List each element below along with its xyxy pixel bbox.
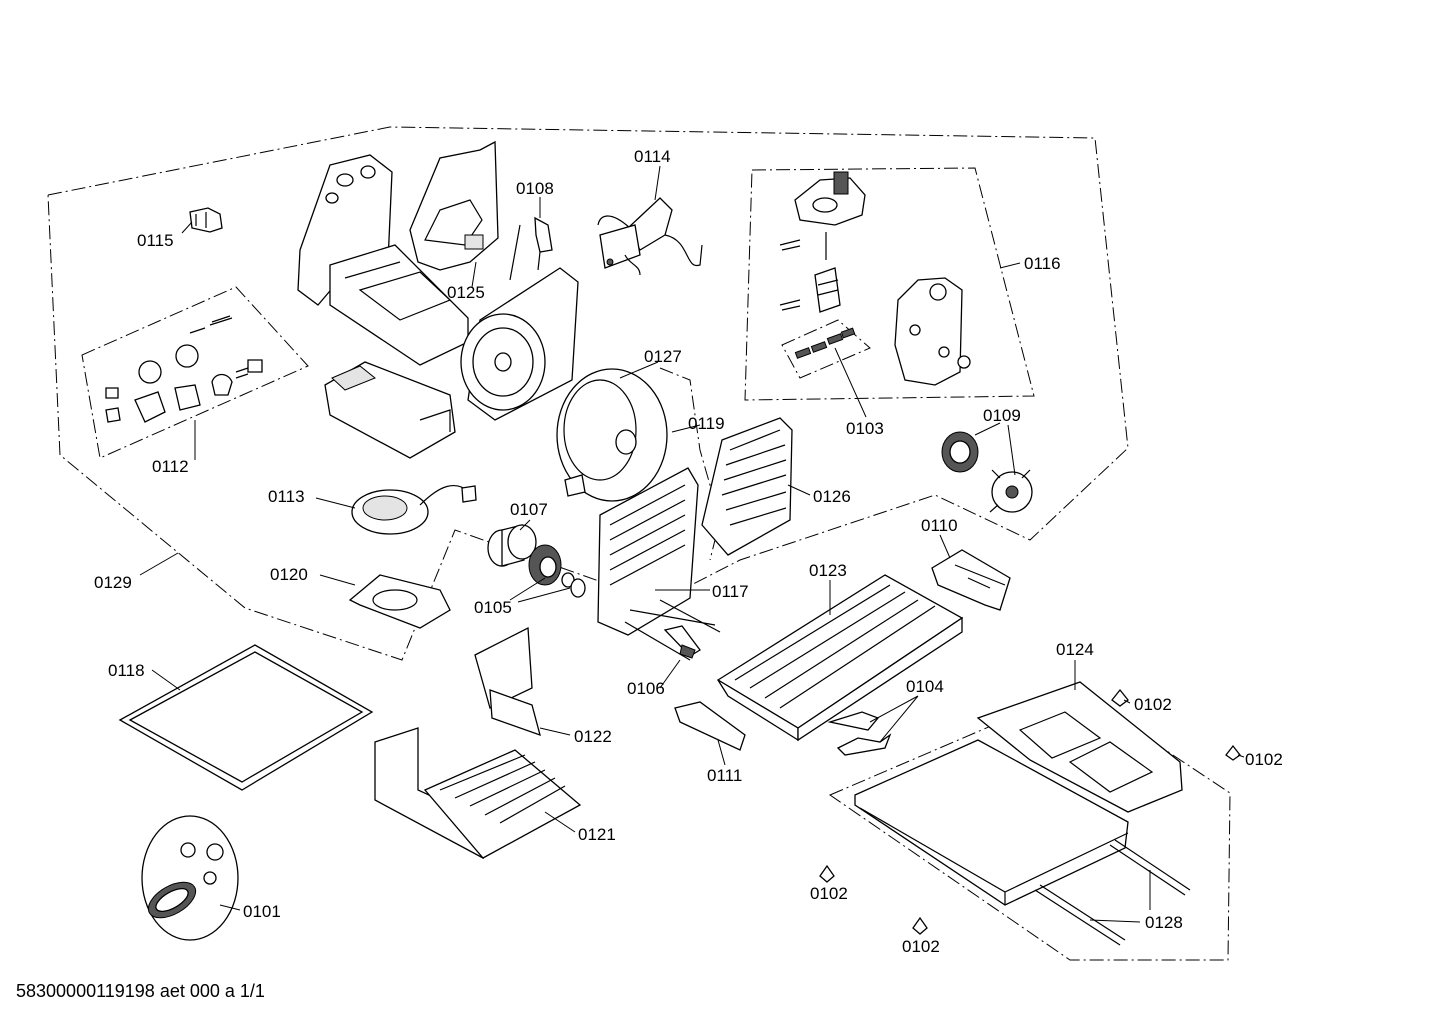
- part-0118: [118, 644, 374, 791]
- part-0120: [348, 574, 451, 629]
- part-0113: [351, 484, 477, 535]
- callout-0119: 0119: [688, 414, 725, 433]
- callout-0103: 0103: [846, 419, 884, 438]
- callout-0121: 0121: [578, 825, 616, 844]
- callout-0120: 0120: [270, 565, 308, 584]
- callout-0123: 0123: [809, 561, 847, 580]
- callout-0102-b: 0102: [1245, 750, 1283, 769]
- group-outline-0103: [781, 319, 871, 379]
- part-0112-set: [105, 315, 263, 423]
- callout-0113: 0113: [268, 487, 305, 506]
- part-0104: [827, 711, 892, 756]
- callout-0117: 0117: [712, 582, 749, 601]
- drawing-reference-footer: 58300000119198 aet 000 a 1/1: [16, 981, 265, 1001]
- group-outline-0129: [47, 126, 1129, 661]
- part-0108: [509, 216, 553, 281]
- callout-0122: 0122: [574, 727, 612, 746]
- part-0123: [716, 574, 964, 742]
- callout-0118: 0118: [108, 661, 145, 680]
- callout-0106: 0106: [627, 679, 665, 698]
- part-base-unit: [324, 361, 456, 459]
- callout-0112: 0112: [152, 457, 189, 476]
- callout-0126: 0126: [813, 487, 851, 506]
- part-0121: [374, 727, 582, 860]
- callout-0115: 0115: [137, 231, 174, 250]
- callout-0116: 0116: [1024, 254, 1061, 273]
- part-0125-housing-right: [409, 140, 499, 271]
- group-outline-0116: [744, 167, 1035, 401]
- callout-0124: 0124: [1056, 640, 1094, 659]
- callout-0109: 0109: [983, 406, 1021, 425]
- callout-0107: 0107: [510, 500, 548, 519]
- part-0110: [931, 549, 1011, 611]
- part-0122: [474, 626, 541, 737]
- callout-0110: 0110: [921, 516, 958, 535]
- part-0116-motor: [779, 171, 971, 386]
- leader-lines: [139, 165, 1245, 923]
- group-outline-0119: [659, 367, 721, 561]
- callout-0111: 0111: [707, 766, 743, 785]
- part-0105-rollers: [528, 544, 586, 598]
- part-0124: [854, 681, 1183, 906]
- callout-0101: 0101: [243, 902, 281, 921]
- part-0126-guard: [701, 417, 793, 556]
- part-0115: [189, 207, 223, 233]
- callout-0125: 0125: [447, 283, 485, 302]
- part-0106: [663, 625, 701, 659]
- callout-0127: 0127: [644, 347, 682, 366]
- part-0128-rods: [1034, 839, 1191, 946]
- part-0101: [141, 815, 239, 941]
- part-0111: [674, 701, 746, 751]
- part-0117-carriage: [597, 467, 721, 661]
- callout-0114: 0114: [634, 147, 671, 166]
- callout-0128: 0128: [1145, 913, 1183, 932]
- part-0103: [794, 327, 856, 359]
- part-blade-plate: [460, 267, 579, 421]
- callout-0105: 0105: [474, 598, 512, 617]
- part-0114: [597, 197, 703, 276]
- part-0107-roller: [487, 524, 537, 567]
- callout-0104: 0104: [906, 677, 944, 696]
- callout-0102-d: 0102: [902, 937, 940, 956]
- part-0102-feet: [819, 688, 1241, 935]
- callout-0102-a: 0102: [1134, 695, 1172, 714]
- part-0109-gears: [941, 431, 1033, 513]
- callout-0129: 0129: [94, 573, 132, 592]
- callout-0102-c: 0102: [810, 884, 848, 903]
- callout-0108: 0108: [516, 179, 554, 198]
- part-0125-housing-left: [297, 154, 469, 366]
- group-outline-0112: [81, 286, 309, 459]
- part-0127-blade: [556, 368, 668, 502]
